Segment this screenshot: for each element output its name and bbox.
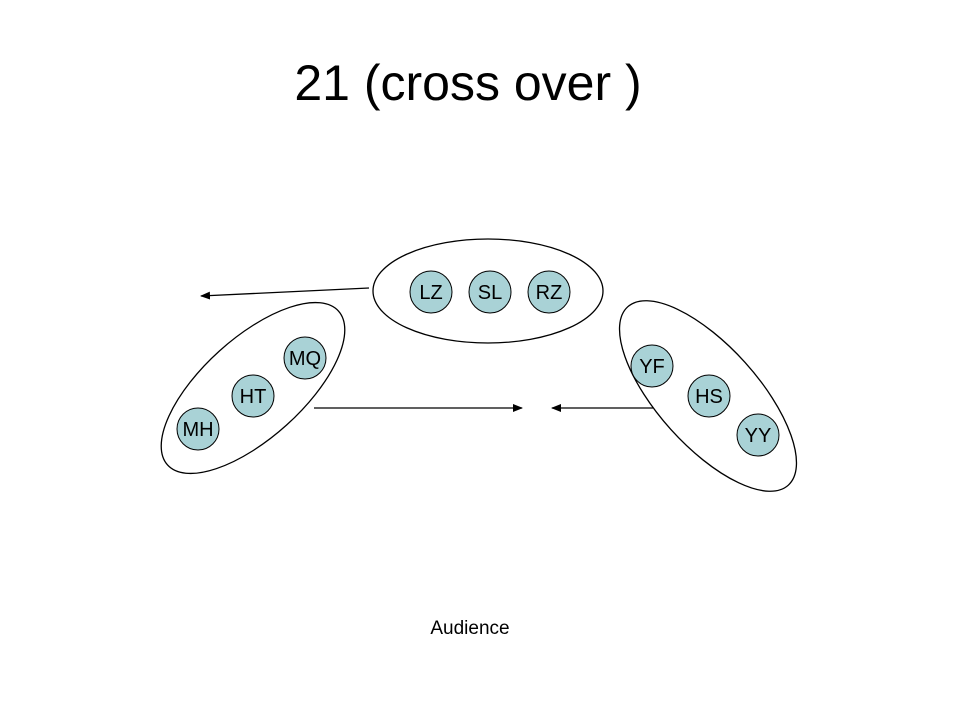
node-sl: SL <box>468 270 512 314</box>
node-label: HT <box>240 386 267 408</box>
node-hs: HS <box>687 374 731 418</box>
right-group-outline <box>618 300 798 492</box>
audience-label: Audience <box>430 618 510 639</box>
node-yy: YY <box>736 413 780 457</box>
exit-left-arrow <box>200 287 370 300</box>
top-group-outline <box>372 238 604 344</box>
node-mh: MH <box>176 407 220 451</box>
left-group-outline <box>160 301 346 475</box>
node-ht: HT <box>231 374 275 418</box>
node-rz: RZ <box>527 270 571 314</box>
node-label: LZ <box>419 282 442 304</box>
node-label: HS <box>695 386 723 408</box>
node-label: MH <box>182 419 213 441</box>
node-label: YF <box>639 356 665 378</box>
node-label: RZ <box>536 282 563 304</box>
node-yf: YF <box>630 344 674 388</box>
slide-title: 21 (cross over ) <box>294 55 642 111</box>
node-lz: LZ <box>409 270 453 314</box>
node-label: YY <box>745 425 772 447</box>
node-label: MQ <box>289 348 321 370</box>
node-mq: MQ <box>283 336 327 380</box>
node-label: SL <box>478 282 502 304</box>
